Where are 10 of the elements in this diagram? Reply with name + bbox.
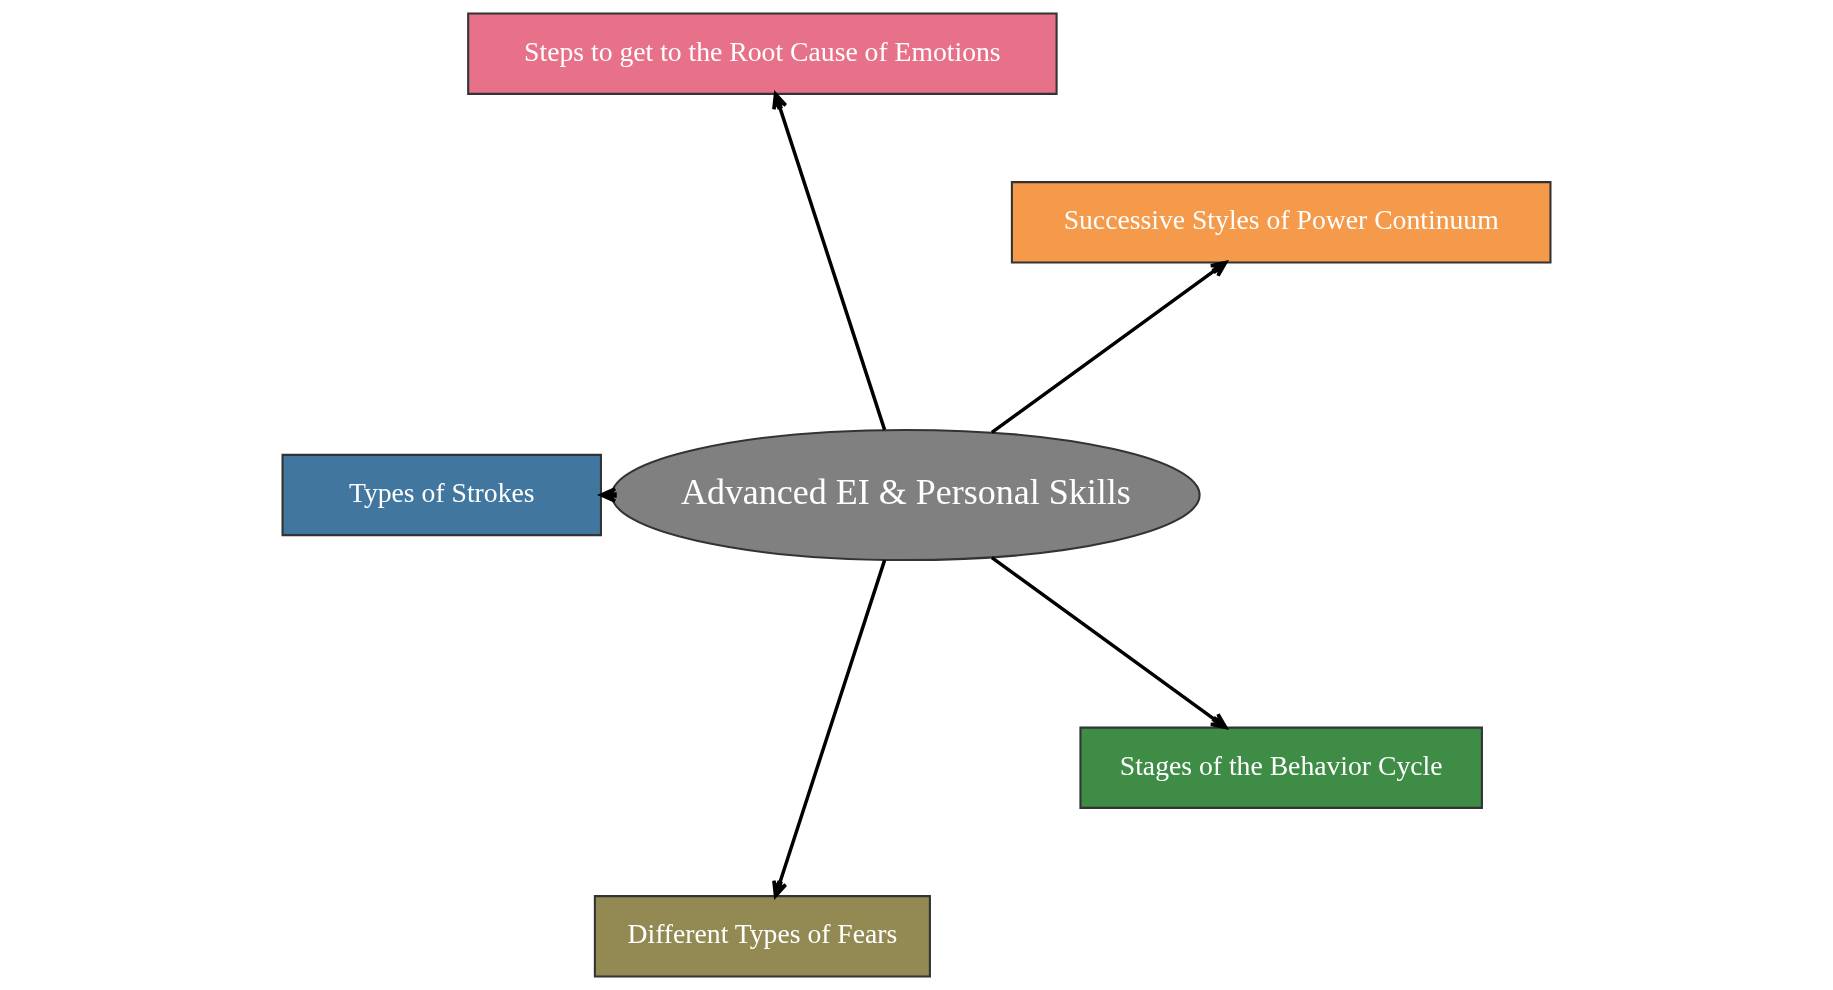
node-box: Types of Strokes bbox=[281, 453, 602, 537]
node-box: Different Types of Fears bbox=[593, 895, 931, 978]
arrow bbox=[990, 260, 1228, 434]
node-box: Steps to get to the Root Cause of Emotions bbox=[467, 12, 1058, 95]
node-box: Successive Styles of Power Continuum bbox=[1010, 181, 1552, 264]
node-box: Stages of the Behavior Cycle bbox=[1079, 726, 1483, 809]
arrow bbox=[599, 487, 617, 503]
arrow bbox=[772, 92, 887, 431]
arrow bbox=[772, 559, 887, 898]
arrow bbox=[990, 556, 1228, 730]
